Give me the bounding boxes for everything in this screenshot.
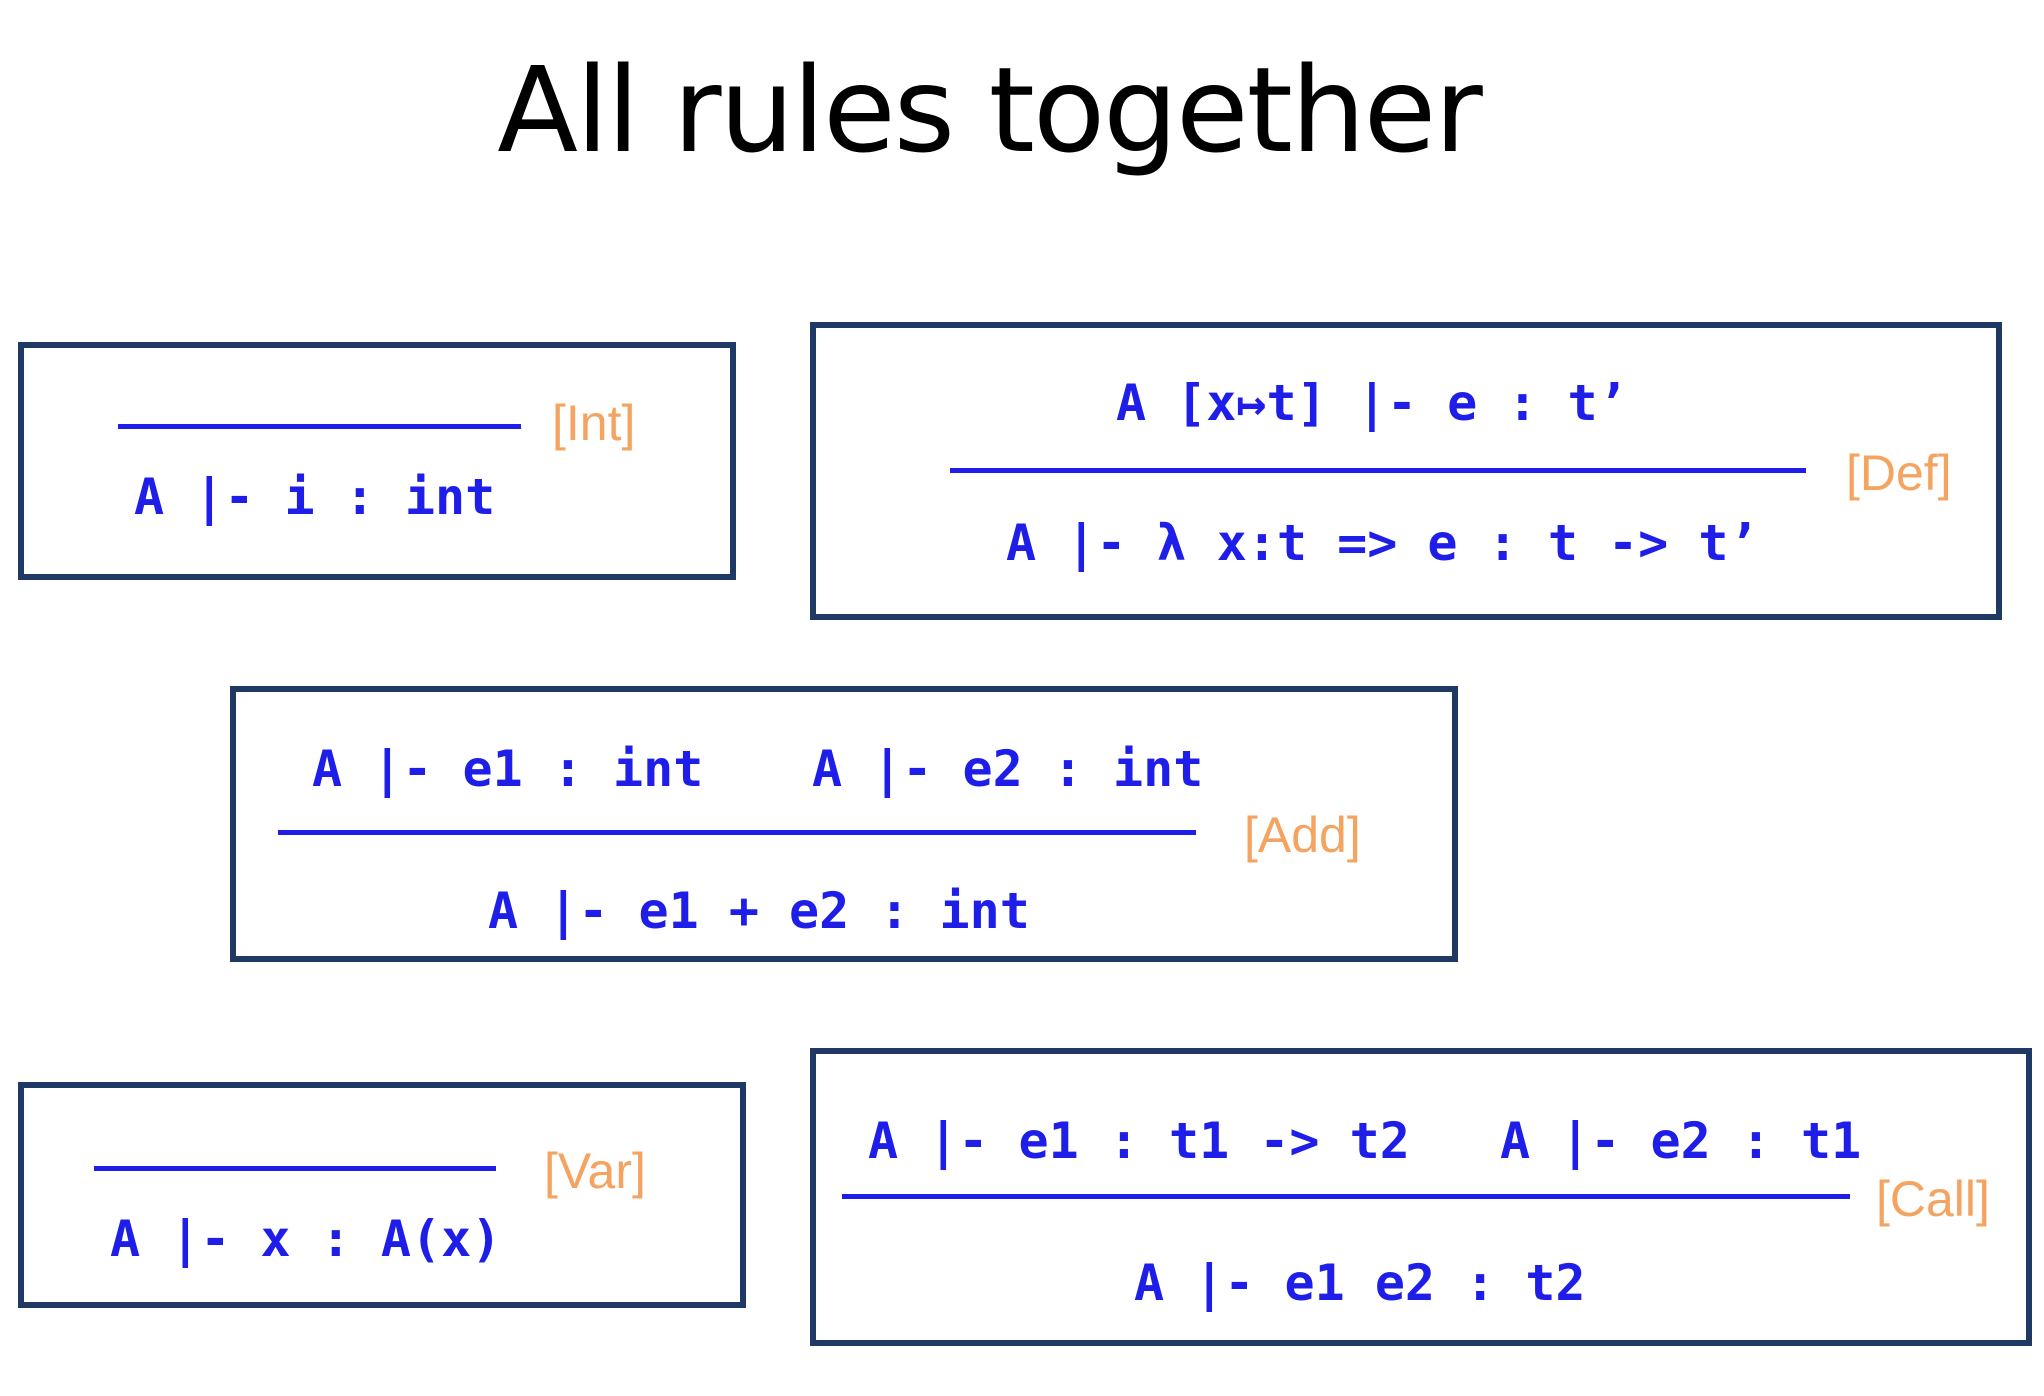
slide-title: All rules together: [497, 41, 1483, 179]
rule-name-def: [Def]: [1846, 445, 1952, 501]
rule-conclusion: A |- i : int: [134, 468, 496, 526]
rule-conclusion: A |- λ x:t => e : t -> t’: [1006, 514, 1759, 572]
rule-premise: A [x↦t] |- e : t’: [1116, 374, 1628, 432]
rule-box-def: A [x↦t] |- e : t’ [Def] A |- λ x:t => e …: [810, 322, 2002, 620]
rule-box-add: A |- e1 : int A |- e2 : int [Add] A |- e…: [230, 686, 1458, 962]
inference-line: [94, 1166, 496, 1171]
rule-premise-1: A |- e1 : int: [312, 740, 704, 798]
rule-name-var: [Var]: [544, 1143, 646, 1199]
rule-conclusion: A |- e1 e2 : t2: [1134, 1254, 1586, 1312]
inference-line: [842, 1194, 1850, 1199]
rule-name-call: [Call]: [1876, 1171, 1990, 1227]
inference-line: [278, 830, 1196, 835]
rule-name-add: [Add]: [1244, 807, 1361, 863]
rule-premise-1: A |- e1 : t1 -> t2: [868, 1112, 1410, 1170]
rule-conclusion: A |- e1 + e2 : int: [488, 882, 1030, 940]
rule-box-int: [Int] A |- i : int: [18, 342, 736, 580]
rule-name-int: [Int]: [552, 395, 636, 451]
inference-line: [950, 468, 1806, 473]
rule-conclusion: A |- x : A(x): [110, 1210, 502, 1268]
rule-box-var: [Var] A |- x : A(x): [18, 1082, 746, 1308]
inference-line: [118, 424, 521, 429]
rule-premise-2: A |- e2 : int: [812, 740, 1204, 798]
rule-premise-2: A |- e2 : t1: [1500, 1112, 1862, 1170]
rule-box-call: A |- e1 : t1 -> t2 A |- e2 : t1 [Call] A…: [810, 1048, 2032, 1346]
